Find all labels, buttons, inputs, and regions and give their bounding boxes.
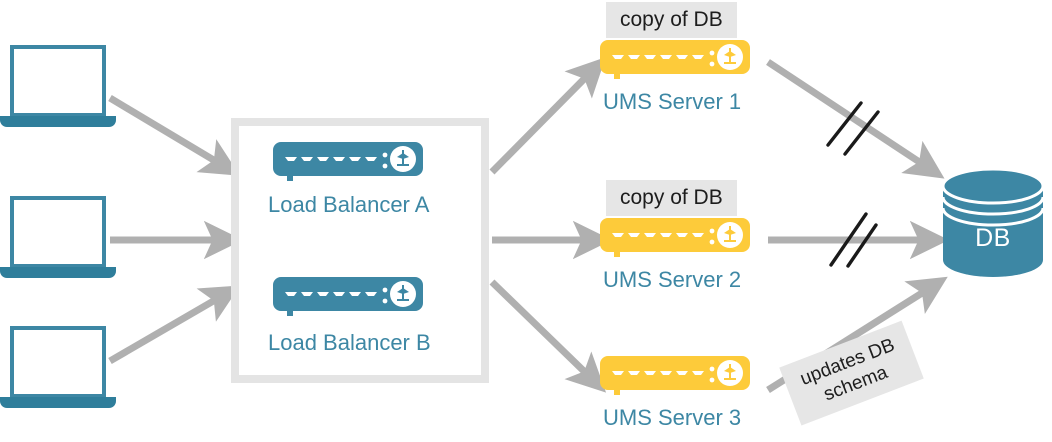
ums-server-2-icon[interactable] (600, 216, 750, 260)
arrow-lb-to-ums3 (489, 279, 607, 393)
client-laptop-1[interactable] (0, 45, 116, 127)
client-laptop-3[interactable] (0, 326, 116, 408)
load-balancer-a-icon[interactable] (273, 140, 423, 184)
server-icon (273, 142, 423, 181)
ums1-copy-of-db-badge: copy of DB (606, 2, 737, 38)
load-balancer-b-label: Load Balancer B (268, 330, 431, 355)
ums-server-3-label: UMS Server 3 (603, 405, 742, 430)
arrow-ums1-to-db (766, 59, 945, 179)
arrow-client1-to-lb (108, 94, 241, 176)
laptop-base (0, 116, 116, 127)
ums-server-2-label: UMS Server 2 (603, 267, 742, 292)
laptop-base (0, 267, 116, 278)
ums-server-1-icon[interactable] (600, 38, 750, 82)
server-icon (600, 40, 750, 79)
database-cylinder-icon (941, 168, 1045, 277)
ums-server-1-label: UMS Server 1 (603, 89, 742, 114)
laptop-screen (10, 326, 106, 398)
laptop-screen (10, 196, 106, 268)
database-label: DB (975, 224, 1011, 252)
server-icon (600, 218, 750, 257)
client-laptop-2[interactable] (0, 196, 116, 278)
load-balancer-b-icon[interactable] (273, 275, 423, 319)
laptop-screen (10, 45, 106, 117)
break-mark-ums2-db (829, 212, 878, 268)
database-node[interactable]: DB (941, 168, 1045, 278)
server-icon (273, 277, 423, 316)
ums-server-3-icon[interactable] (600, 354, 750, 398)
arrow-lb-to-ums1 (489, 57, 606, 175)
updates-db-schema-annotation: updates DB schema (779, 320, 925, 426)
break-mark-ums1-db (826, 101, 880, 156)
load-balancer-a-label: Load Balancer A (268, 192, 430, 217)
arrow-client3-to-lb (108, 285, 241, 365)
ums2-copy-of-db-badge: copy of DB (606, 180, 737, 216)
laptop-base (0, 397, 116, 408)
server-icon (600, 356, 750, 395)
